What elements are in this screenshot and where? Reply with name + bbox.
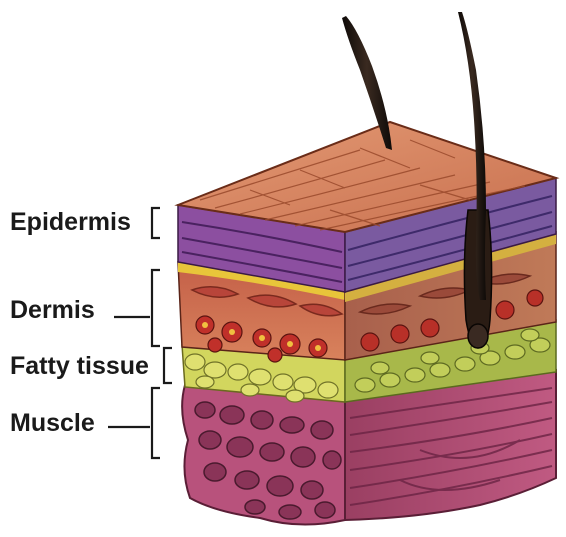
fatty-tissue-bracket	[164, 348, 172, 383]
hair-strand-left	[342, 16, 392, 150]
label-epidermis: Epidermis	[10, 210, 131, 235]
layer-brackets	[108, 208, 172, 458]
label-dermis: Dermis	[10, 298, 95, 323]
epidermis-bracket	[152, 208, 160, 238]
muscle-bracket	[152, 388, 160, 458]
label-muscle: Muscle	[10, 411, 95, 436]
label-fatty-tissue: Fatty tissue	[10, 354, 149, 379]
dermis-bracket	[152, 270, 160, 346]
